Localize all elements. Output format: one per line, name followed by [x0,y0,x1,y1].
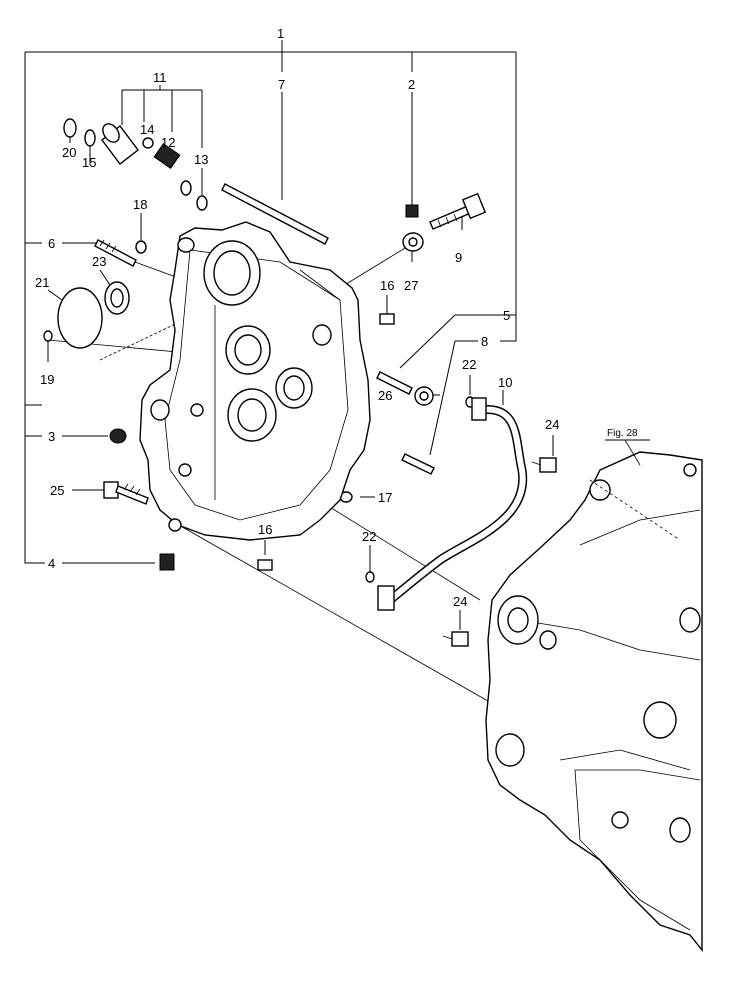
callout-23: 23 [92,254,106,269]
bolt-24a [531,457,557,473]
callout-20: 20 [62,145,76,160]
snap-ring-15 [84,129,96,147]
stud-6 [94,239,137,267]
callout-8: 8 [481,334,488,349]
callout-22a: 22 [462,357,476,372]
oil-pipe-10 [377,397,528,611]
stud-5 [376,371,413,395]
callout-3: 3 [48,429,55,444]
callout-25: 25 [50,483,64,498]
nut-27 [402,232,424,252]
callout-5: 5 [503,308,510,323]
callout-numbers: 1 2 7 11 14 12 13 20 15 18 6 23 21 19 3 … [35,26,559,609]
callout-27: 27 [404,278,418,293]
ball-12 [142,137,154,149]
bolt-9 [429,192,487,230]
nut-26 [414,386,434,406]
pipe-flange-bottom [377,585,395,611]
callout-24a: 24 [545,417,559,432]
callout-19: 19 [40,372,54,387]
callout-26: 26 [378,388,392,403]
callout-1: 1 [277,26,284,41]
callout-21: 21 [35,275,49,290]
engine-block [485,451,703,952]
o-ring-22b [365,571,375,583]
gear-case-cover [139,221,371,541]
plug-4 [159,553,175,571]
callout-13: 13 [194,152,208,167]
callout-11: 11 [153,70,167,85]
assembly-bracket [24,40,517,564]
figure-ref-label: Fig. 28 [607,428,638,439]
callout-16b: 16 [258,522,272,537]
plug-3 [109,428,127,444]
o-ring-20 [63,118,77,138]
callout-12: 12 [161,135,175,150]
washer-13a [180,180,192,196]
long-bolt-7 [221,183,329,245]
o-ring-19 [43,330,53,342]
stud-8 [401,453,435,475]
pipe-flange-top [471,397,487,421]
pin-16b [257,559,273,571]
bolt-24b [442,631,469,647]
figure-reference: Fig. 28 [605,428,650,466]
callout-18: 18 [133,197,147,212]
spring-12 [153,143,181,169]
callout-14: 14 [140,122,154,137]
bolts-right [221,183,557,647]
plug-2 [405,204,419,218]
callout-10: 10 [498,375,512,390]
callout-2: 2 [408,77,415,92]
callout-15: 15 [82,155,96,170]
pin-16a [379,313,395,325]
callout-16a: 16 [380,278,394,293]
callout-24b: 24 [453,594,467,609]
small-parts [43,118,208,571]
bolt-25 [103,481,149,505]
callout-17: 17 [378,490,392,505]
gasket-21 [57,287,103,349]
callout-4: 4 [48,556,55,571]
callout-6: 6 [48,236,55,251]
callout-9: 9 [455,250,462,265]
washer-13b [196,195,208,211]
seal-18 [135,240,147,254]
sleeve-14 [101,123,139,165]
callout-22b: 22 [362,529,376,544]
callout-7: 7 [278,77,285,92]
bracket-11 [121,85,203,148]
